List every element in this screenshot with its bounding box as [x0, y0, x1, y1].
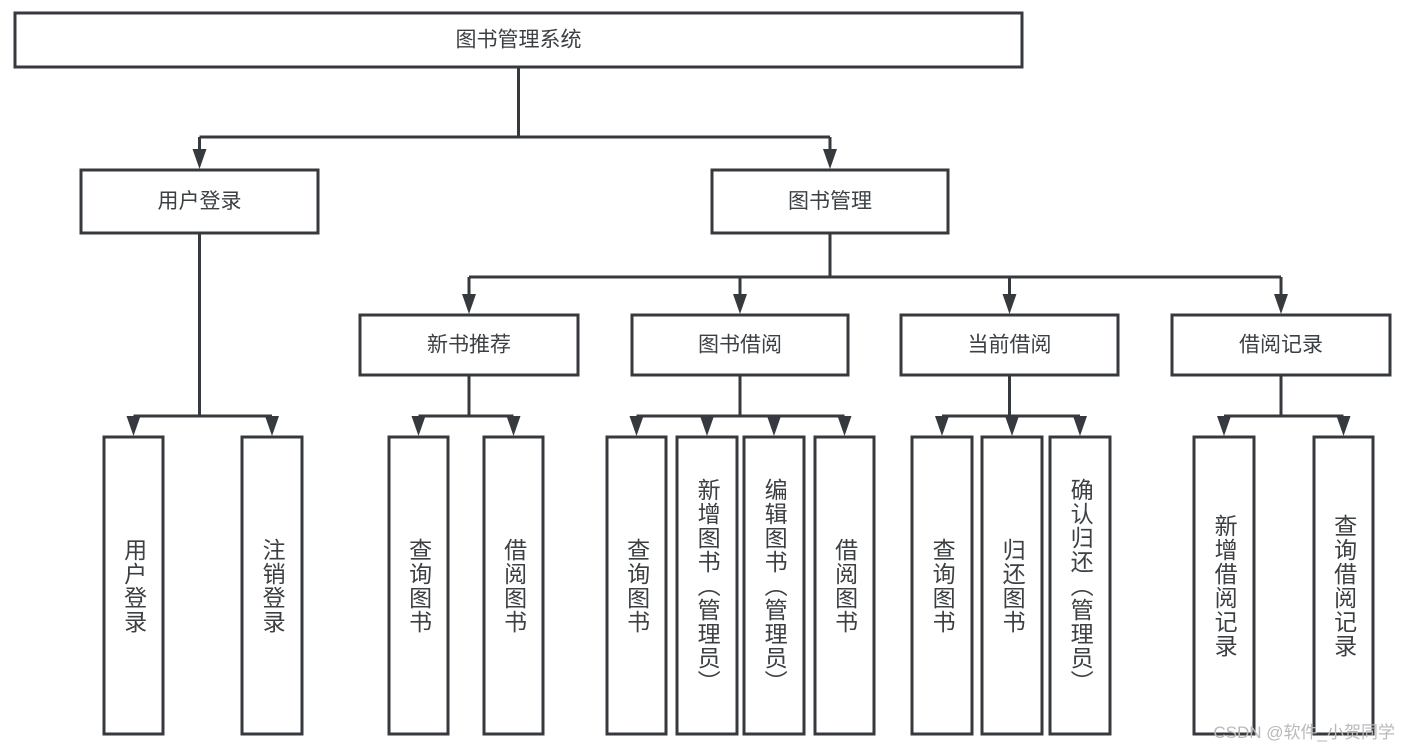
node-box-leaf-return-book [980, 435, 1044, 736]
node-label-undefined: 图书管理系统 [456, 29, 582, 52]
arrow-head-icon [733, 294, 747, 314]
node-box-undefined [13, 11, 1024, 69]
arrow-head-icon [1002, 294, 1017, 314]
node-undefined[interactable]: 图书管理系统 [13, 11, 1024, 69]
node-leaf-return-book[interactable] [980, 435, 1044, 736]
node-user-login[interactable]: 用户登录 [79, 168, 320, 235]
node-leaf-borrow-book-2[interactable] [813, 435, 876, 736]
arrow-head-icon [462, 294, 476, 314]
node-current-borrow[interactable]: 当前借阅 [899, 313, 1120, 377]
node-box-leaf-query-book-2 [605, 435, 668, 736]
node-leaf-edit-book[interactable] [742, 435, 806, 736]
node-leaf-add-record[interactable] [1192, 435, 1256, 736]
node-leaf-query-book-1[interactable] [387, 435, 450, 736]
arrow-head-icon [767, 416, 781, 436]
node-label-book-management: 图书管理 [788, 190, 872, 213]
arrow-head-icon [629, 416, 644, 436]
node-box-leaf-add-book [675, 435, 739, 736]
node-leaf-add-book[interactable] [675, 435, 739, 736]
node-box-leaf-query-book-1 [387, 435, 450, 736]
node-box-leaf-query-book-3 [910, 435, 974, 736]
node-book-management[interactable]: 图书管理 [710, 168, 950, 235]
node-leaf-user-logout[interactable] [240, 435, 304, 736]
node-leaf-query-book-2[interactable] [605, 435, 668, 736]
node-label-book-borrow: 图书借阅 [698, 334, 782, 357]
node-box-leaf-user-login [102, 435, 165, 736]
node-box-leaf-edit-book [742, 435, 806, 736]
node-label-borrow-record: 借阅记录 [1239, 334, 1323, 357]
node-box-leaf-user-logout [240, 435, 304, 736]
arrow-head-icon [506, 416, 521, 436]
node-leaf-user-login[interactable] [102, 435, 165, 736]
arrow-head-icon [126, 416, 141, 436]
node-box-leaf-add-record [1192, 435, 1256, 736]
arrow-head-icon [1073, 416, 1087, 436]
arrow-head-icon [1217, 416, 1231, 436]
arrow-head-icon [935, 416, 949, 436]
node-leaf-query-record[interactable] [1312, 435, 1375, 736]
watermark-text: CSDN @软件_小贺同学 [1213, 723, 1395, 742]
connector-lines [126, 67, 1351, 436]
node-box-book-borrow [630, 313, 850, 377]
node-leaf-borrow-book-1[interactable] [482, 435, 545, 736]
node-box-leaf-confirm-return [1048, 435, 1112, 736]
arrow-head-icon [823, 149, 837, 169]
node-borrow-record[interactable]: 借阅记录 [1170, 313, 1392, 377]
arrow-head-icon [700, 416, 714, 436]
node-box-leaf-borrow-book-2 [813, 435, 876, 736]
node-label-current-borrow: 当前借阅 [968, 334, 1052, 357]
node-box-leaf-query-record [1312, 435, 1375, 736]
arrow-head-icon [837, 416, 852, 436]
node-box-leaf-borrow-book-1 [482, 435, 545, 736]
node-box-borrow-record [1170, 313, 1392, 377]
node-box-new-book-recommend [358, 313, 580, 377]
node-label-new-book-recommend: 新书推荐 [427, 334, 511, 357]
node-book-borrow[interactable]: 图书借阅 [630, 313, 850, 377]
arrow-head-icon [1005, 416, 1019, 436]
node-new-book-recommend[interactable]: 新书推荐 [358, 313, 580, 377]
node-box-current-borrow [899, 313, 1120, 377]
arrow-head-icon [265, 416, 279, 436]
node-box-book-management [710, 168, 950, 235]
arrow-head-icon [192, 149, 207, 169]
arrow-head-icon [411, 416, 426, 436]
node-leaf-confirm-return[interactable] [1048, 435, 1112, 736]
node-leaf-query-book-3[interactable] [910, 435, 974, 736]
arrow-head-icon [1336, 416, 1351, 436]
node-label-user-login: 用户登录 [158, 190, 242, 213]
node-box-user-login [79, 168, 320, 235]
arrow-head-icon [1274, 294, 1288, 314]
